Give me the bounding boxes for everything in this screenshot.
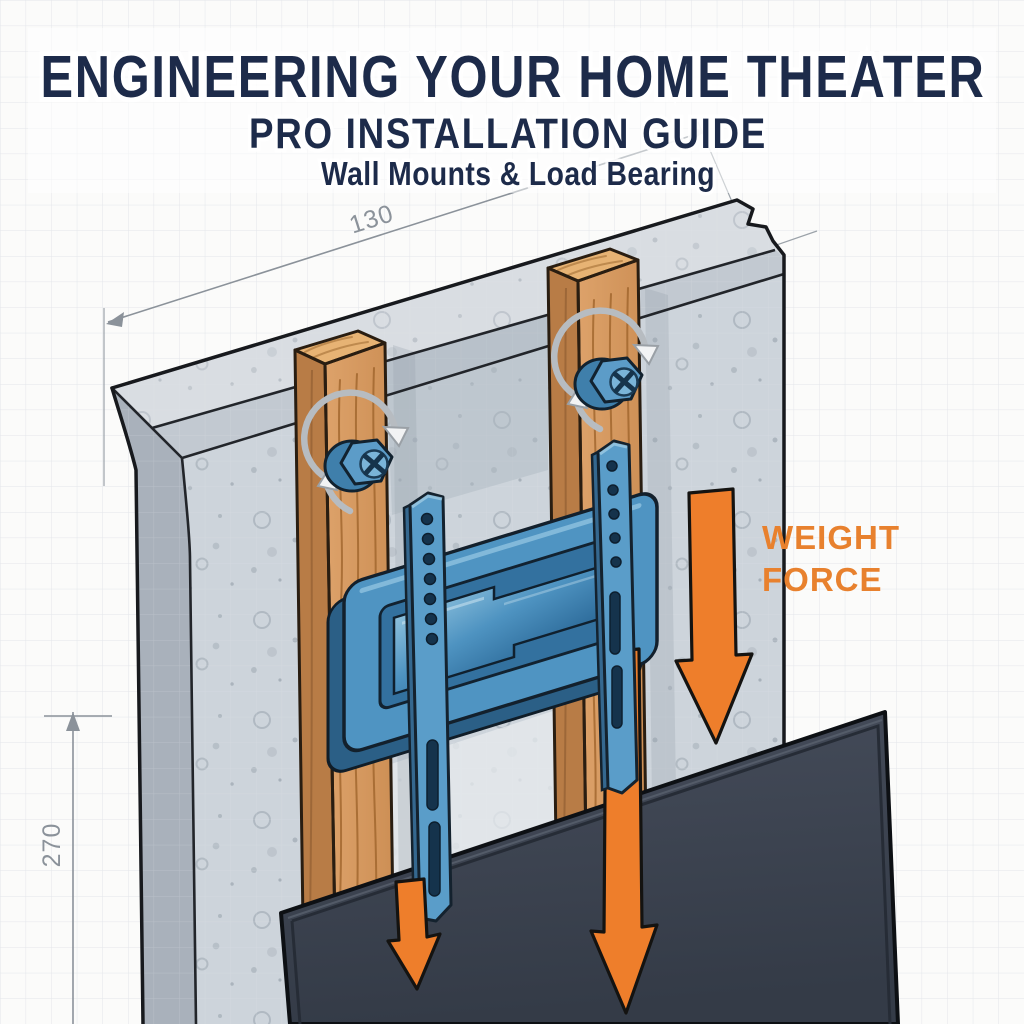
rotation-arrowhead-icon xyxy=(631,343,660,366)
rotation-arrowhead-icon xyxy=(381,425,410,448)
title-block: ENGINEERING YOUR HOME THEATER PRO INSTAL… xyxy=(28,28,996,196)
lag-bolt-left xyxy=(301,389,410,515)
weight-arrow-small xyxy=(386,877,442,991)
weight-force-line2: FORCE xyxy=(762,561,883,598)
poster-subtitle: PRO INSTALLATION GUIDE xyxy=(249,110,767,158)
poster-tagline: Wall Mounts & Load Bearing xyxy=(321,155,715,192)
mount-rail-left xyxy=(402,491,453,923)
lag-bolt-right xyxy=(551,307,660,433)
mount-rail-right xyxy=(590,439,639,795)
dimension-height-label: 270 xyxy=(38,823,66,868)
poster-title: ENGINEERING YOUR HOME THEATER xyxy=(41,44,986,110)
weight-force-callout: WEIGHT FORCE xyxy=(762,519,900,598)
weight-arrow-large xyxy=(674,487,754,745)
weight-force-line1: WEIGHT xyxy=(762,519,900,556)
title-backdrop xyxy=(28,28,996,193)
